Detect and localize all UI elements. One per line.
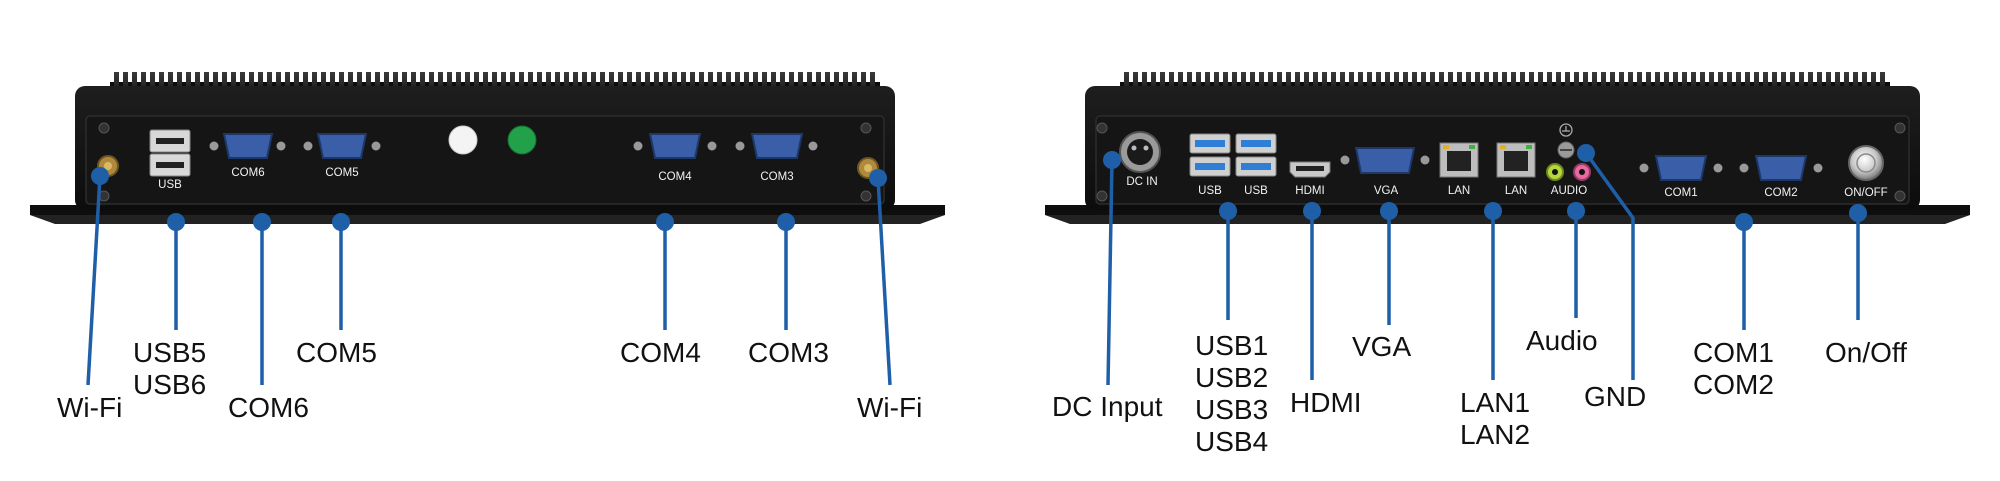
com1-port-label: COM1 — [1664, 187, 1697, 199]
com1-db9-connector — [1639, 155, 1723, 181]
leader-usb56 — [167, 213, 185, 330]
callout-gnd: GND — [1584, 381, 1646, 412]
com2-db9-connector — [1739, 155, 1823, 181]
vga-port-label: VGA — [1374, 185, 1399, 197]
callout-com3: COM3 — [748, 337, 829, 368]
leader-lan — [1484, 202, 1502, 380]
usb-port-stack — [149, 129, 191, 177]
callout-on-off: On/Off — [1825, 337, 1907, 368]
leader-wifi-right — [869, 169, 892, 386]
dc-in-port-label: DC IN — [1126, 176, 1157, 188]
leader-com12 — [1735, 213, 1753, 330]
left-io-panel — [85, 115, 885, 205]
dc-in-connector — [1119, 131, 1161, 173]
usb3-port-stack-a — [1189, 133, 1231, 177]
callout-usb2: USB2 — [1195, 362, 1268, 393]
callout-lan1: LAN1 — [1460, 387, 1530, 418]
audio-port-label: AUDIO — [1551, 185, 1587, 197]
screw-icon — [860, 122, 872, 134]
leader-gnd — [1577, 144, 1635, 380]
usb-port-label-a: USB — [1198, 185, 1222, 197]
leader-com6 — [253, 213, 271, 385]
callout-usb4: USB4 — [1195, 426, 1268, 457]
callout-usb1: USB1 — [1195, 330, 1268, 361]
on-off-port-label: ON/OFF — [1844, 187, 1887, 199]
screw-icon — [1894, 190, 1906, 202]
leader-com5 — [332, 213, 350, 330]
sticker-green-icon — [507, 125, 537, 155]
com5-db9-connector — [303, 133, 381, 159]
power-button-icon — [1848, 145, 1884, 181]
callout-dc-input: DC Input — [1052, 391, 1163, 422]
callout-audio: Audio — [1526, 325, 1598, 356]
callout-com6: COM6 — [228, 392, 309, 423]
screw-icon — [1894, 122, 1906, 134]
callout-usb5: USB5 — [133, 337, 206, 368]
com2-port-label: COM2 — [1764, 187, 1797, 199]
callout-com4: COM4 — [620, 337, 701, 368]
callout-hdmi: HDMI — [1290, 387, 1362, 418]
gnd-terminal — [1557, 123, 1575, 159]
usb-port-label: USB — [158, 179, 182, 191]
leader-wifi-left — [86, 167, 109, 386]
com3-port-label: COM3 — [760, 171, 793, 183]
leader-vga — [1380, 202, 1398, 325]
leader-usb1-4 — [1219, 202, 1237, 320]
lan-port-label-a: LAN — [1448, 185, 1470, 197]
callout-labels: Wi-Fi USB5 USB6 COM6 COM5 COM4 COM3 Wi-F… — [57, 325, 1907, 457]
lan-port-b — [1496, 142, 1536, 178]
com5-port-label: COM5 — [325, 167, 358, 179]
callout-wifi-left: Wi-Fi — [57, 392, 122, 423]
callout-wifi-right: Wi-Fi — [857, 392, 922, 423]
screw-icon — [860, 190, 872, 202]
lan-port-label-b: LAN — [1505, 185, 1527, 197]
usb-port-label-b: USB — [1244, 185, 1268, 197]
leader-audio — [1567, 202, 1585, 318]
com4-db9-connector — [633, 133, 717, 159]
com6-db9-connector — [209, 133, 286, 159]
hdmi-port-label: HDMI — [1295, 185, 1324, 197]
leader-com3 — [777, 213, 795, 330]
leader-dc-input — [1103, 151, 1121, 386]
leader-com4 — [656, 213, 674, 330]
sticker-white-icon — [448, 125, 478, 155]
callout-com1: COM1 — [1693, 337, 1774, 368]
com6-port-label: COM6 — [231, 167, 264, 179]
vga-connector — [1340, 147, 1430, 174]
callout-com2: COM2 — [1693, 369, 1774, 400]
leader-hdmi — [1303, 202, 1321, 380]
lan-port-a — [1439, 142, 1479, 178]
left-chassis: USB COM6 COM5 COM4 C — [30, 72, 945, 224]
audio-jacks — [1546, 163, 1591, 181]
callout-lan2: LAN2 — [1460, 419, 1530, 450]
callout-leaders — [86, 144, 1867, 386]
callout-usb3: USB3 — [1195, 394, 1268, 425]
callout-com5: COM5 — [296, 337, 377, 368]
usb3-port-stack-b — [1235, 133, 1277, 177]
hdmi-connector — [1289, 161, 1331, 178]
com3-db9-connector — [735, 133, 818, 159]
screw-icon — [1096, 122, 1108, 134]
screw-icon — [98, 122, 110, 134]
screw-icon — [1096, 190, 1108, 202]
callout-vga: VGA — [1352, 331, 1411, 362]
callout-usb6: USB6 — [133, 369, 206, 400]
right-flange-shadow — [1045, 215, 1970, 224]
com4-port-label: COM4 — [658, 171, 692, 183]
leader-on-off — [1849, 204, 1867, 320]
right-chassis: DC IN USB USB HDMI VGA — [1045, 72, 1970, 224]
